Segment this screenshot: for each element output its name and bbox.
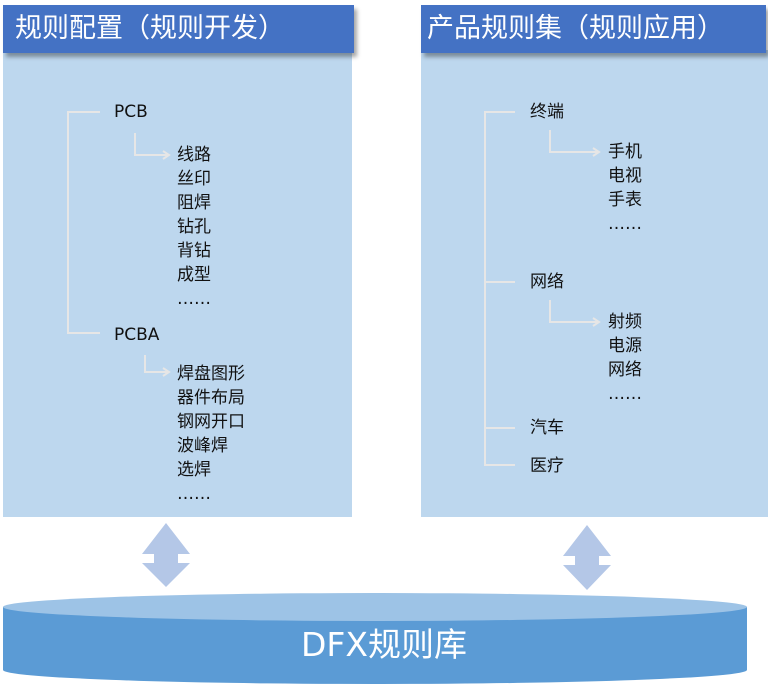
tree-item: 焊盘图形 <box>177 364 245 384</box>
tree-item: 电源 <box>608 336 642 356</box>
tree-item: 选焊 <box>177 460 211 480</box>
tree-item: 丝印 <box>177 169 211 189</box>
product-ruleset-header: 产品规则集（规则应用） <box>421 5 766 53</box>
group-pcba: PCBA <box>114 325 160 345</box>
tree-item: …… <box>608 214 642 234</box>
tree-item: 电视 <box>608 166 642 186</box>
group-network: 网络 <box>530 272 564 292</box>
group-auto: 汽车 <box>530 418 564 438</box>
tree-item: 成型 <box>177 265 211 285</box>
tree-item: …… <box>608 384 642 404</box>
rule-config-header: 规则配置（规则开发） <box>3 5 354 53</box>
rule-config-panel <box>3 50 352 517</box>
tree-item: 网络 <box>608 360 642 380</box>
tree-item: …… <box>177 484 211 504</box>
tree-item: 波峰焊 <box>177 436 228 456</box>
tree-item: 射频 <box>608 312 642 332</box>
dfx-rule-library: DFX规则库 <box>301 625 467 664</box>
tree-item: 钻孔 <box>177 217 211 237</box>
tree-item: 背钻 <box>177 241 211 261</box>
tree-item: 手表 <box>608 190 642 210</box>
tree-item: 器件布局 <box>177 388 245 408</box>
database-cylinder <box>3 593 747 684</box>
tree-item: 钢网开口 <box>177 412 245 432</box>
group-medical: 医疗 <box>530 456 564 476</box>
product-ruleset-panel <box>421 50 768 517</box>
tree-item: 阻焊 <box>177 193 211 213</box>
tree-item: 线路 <box>177 145 211 165</box>
group-terminal: 终端 <box>530 102 564 122</box>
group-pcb: PCB <box>114 102 148 122</box>
tree-item: 手机 <box>608 142 642 162</box>
double-arrow-icon <box>142 523 611 590</box>
tree-item: …… <box>177 289 211 309</box>
